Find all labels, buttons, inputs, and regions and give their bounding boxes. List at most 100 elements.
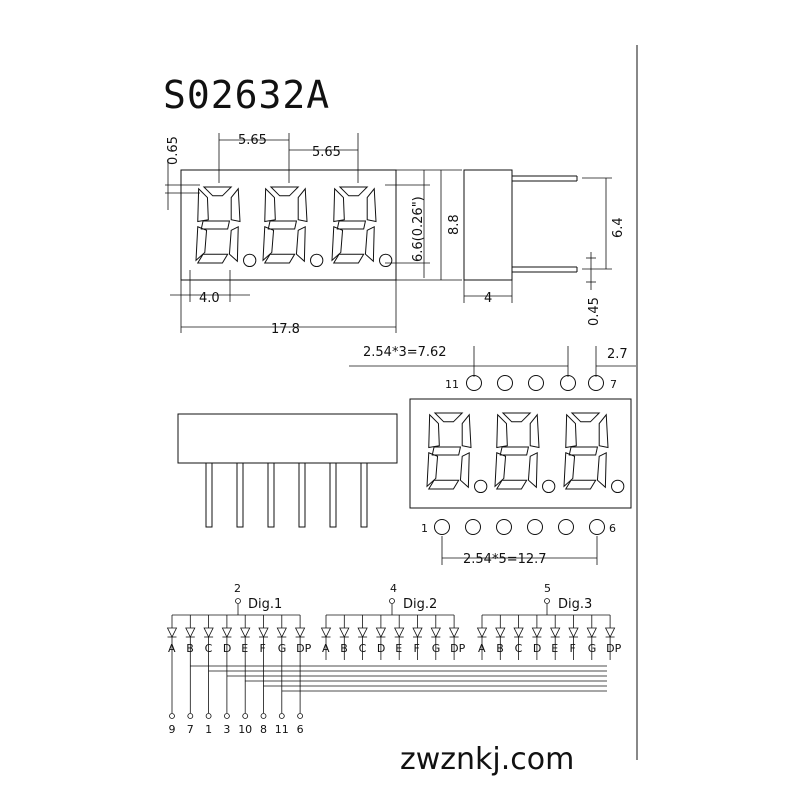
seg-d <box>196 253 229 264</box>
diode-triangle <box>412 627 423 638</box>
schem-common-pin-2 <box>544 598 550 604</box>
dim-body-height: 8.8 <box>447 214 462 235</box>
long-pin-2 <box>267 462 275 528</box>
dim-digit-width: 4.0 <box>199 291 220 306</box>
seg-f <box>428 413 440 449</box>
long-pin-3 <box>298 462 306 528</box>
diode-triangle <box>550 627 561 638</box>
bottom-digit-2 <box>494 412 556 494</box>
diode-triangle <box>276 627 287 638</box>
bottom-pin-0 <box>434 519 450 535</box>
seg-d <box>263 253 296 264</box>
diode-triangle <box>430 627 441 638</box>
seg-e <box>563 452 576 488</box>
dim-top-offset: 0.65 <box>166 136 181 165</box>
diode-triangle <box>375 627 387 638</box>
diode-triangle <box>258 627 269 638</box>
seg-b <box>529 413 540 449</box>
segment-label: F <box>260 642 266 655</box>
bottom-digit-3 <box>563 412 625 494</box>
dig2-label: Dig.2 <box>403 597 437 612</box>
seg-dp <box>379 253 393 268</box>
seg-dp <box>310 253 324 268</box>
schem-common-pin-1 <box>389 598 395 604</box>
seg-b <box>230 187 241 223</box>
seg-c <box>596 451 607 489</box>
schem-pin-circle <box>205 713 212 719</box>
segment-label: G <box>278 642 287 655</box>
dim-pitch-2: 5.65 <box>312 145 341 160</box>
bottom-pin-1 <box>465 519 481 535</box>
side-view: 6.4 0.45 4 <box>463 169 626 326</box>
pin-label-6: 6 <box>609 522 616 535</box>
dim-pitch-1: 5.65 <box>238 133 267 148</box>
pin-layout: 2.54*3=7.62 2.7 11 7 1 6 2.54*5=12.7 <box>177 345 636 567</box>
diode-triangle <box>568 627 579 638</box>
schem-pin-circle <box>260 713 267 719</box>
seg-e <box>262 226 275 262</box>
dig1-label: Dig.1 <box>248 597 282 612</box>
seg-f <box>565 413 577 449</box>
segment-label: D <box>223 642 231 655</box>
segment-label: E <box>241 642 248 655</box>
schem-pin-circle <box>169 713 175 719</box>
bottom-pin-2 <box>496 519 512 535</box>
seg-c <box>527 451 538 489</box>
dim-top-edge-offset: 2.7 <box>607 347 628 362</box>
segment-label: DP <box>606 642 621 655</box>
diode-triangle <box>166 627 178 638</box>
seg-a <box>433 412 464 423</box>
dim-body-width: 17.8 <box>271 322 300 337</box>
dim-depth: 4 <box>484 291 492 306</box>
diode-triangle <box>203 627 214 638</box>
front-digit-3 <box>331 186 393 268</box>
top-pin-2 <box>528 375 544 391</box>
long-pin-0 <box>205 462 213 528</box>
top-pin-circles <box>466 375 604 391</box>
seg-g <box>499 446 530 456</box>
long-pin-1 <box>236 462 244 528</box>
seg-e <box>494 452 507 488</box>
segment-label: D <box>533 642 541 655</box>
seg-b <box>297 187 308 223</box>
top-pin-1 <box>497 375 513 391</box>
seg-g <box>336 220 367 230</box>
schem-pin-circle <box>278 713 285 719</box>
dim-bottom-pitch: 2.54*5=12.7 <box>463 552 547 567</box>
schem-pin-number: 3 <box>223 723 230 736</box>
diode-triangle <box>339 627 350 638</box>
segment-label: G <box>588 642 597 655</box>
seg-d <box>495 479 528 490</box>
schem-pin-circle <box>297 713 304 719</box>
front-digit-1 <box>195 186 257 268</box>
schem-pin-number: 6 <box>297 723 304 736</box>
front-digits <box>195 186 393 268</box>
seg-c <box>295 225 306 263</box>
seg-dp <box>243 253 257 268</box>
watermark: zwznkj.com <box>400 742 574 777</box>
top-pin-0 <box>466 375 482 391</box>
schem-pin-circle <box>242 713 249 719</box>
bottom-view-body <box>409 398 632 509</box>
front-body-outline <box>180 169 397 281</box>
dim-pin-length: 6.4 <box>611 217 626 238</box>
seg-d <box>332 253 365 264</box>
diode-triangle <box>240 627 251 638</box>
seg-a <box>202 186 233 197</box>
bottom-pin-3 <box>527 519 543 535</box>
seg-d <box>564 479 597 490</box>
seg-f <box>333 187 345 223</box>
long-pin-5 <box>360 462 368 528</box>
dig1-pin: 2 <box>234 582 241 595</box>
diode-triangle <box>604 627 616 638</box>
seg-g <box>200 220 231 230</box>
side-body-outline <box>463 169 513 281</box>
diode-triangle <box>531 627 543 638</box>
segment-label: A <box>168 642 176 655</box>
segment-label: A <box>322 642 330 655</box>
seg-c <box>364 225 375 263</box>
segment-label: B <box>186 642 194 655</box>
seg-a <box>338 186 369 197</box>
diode-triangle <box>320 627 332 638</box>
